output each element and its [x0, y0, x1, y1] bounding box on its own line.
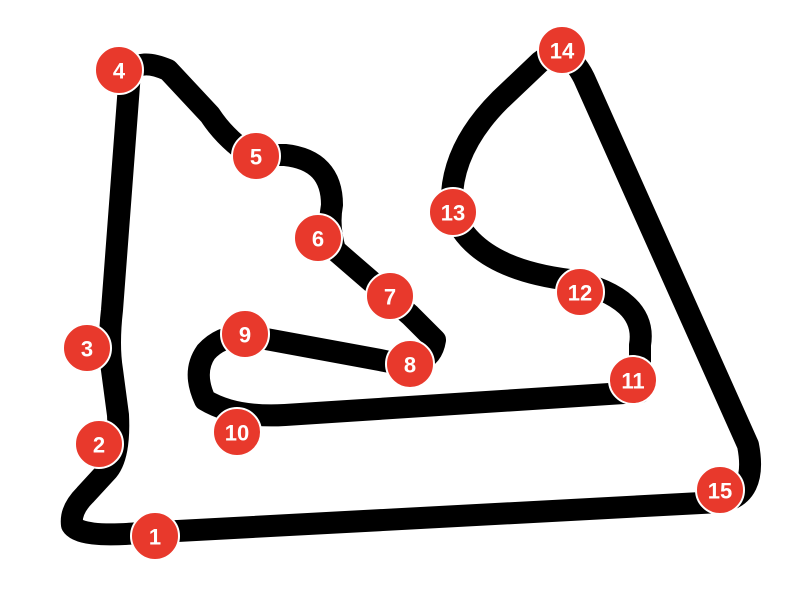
corner-circle — [62, 323, 112, 373]
corner-circle — [212, 407, 262, 457]
corner-marker-8: 8 — [385, 339, 435, 389]
corner-marker-12: 12 — [555, 267, 605, 317]
corner-number: 11 — [621, 369, 644, 394]
corner-circle — [231, 131, 281, 181]
corner-marker-10: 10 — [212, 407, 262, 457]
corner-marker-11: 11 — [608, 355, 658, 405]
corner-number: 2 — [93, 433, 105, 458]
corner-marker-14: 14 — [537, 25, 587, 75]
corner-number: 9 — [239, 323, 251, 348]
corner-circle — [130, 511, 180, 561]
corner-number: 4 — [113, 59, 126, 84]
corner-circle — [537, 25, 587, 75]
corner-number: 7 — [384, 285, 396, 310]
corner-circle — [608, 355, 658, 405]
corner-circle — [94, 45, 144, 95]
corner-number: 10 — [225, 421, 249, 446]
corner-circle — [220, 309, 270, 359]
corner-circle — [74, 419, 124, 469]
corner-marker-2: 2 — [74, 419, 124, 469]
corner-marker-9: 9 — [220, 309, 270, 359]
corner-marker-6: 6 — [293, 213, 343, 263]
corner-marker-15: 15 — [695, 465, 745, 515]
corner-circle — [428, 187, 478, 237]
corner-circle — [695, 465, 745, 515]
corner-circle — [365, 271, 415, 321]
corner-number: 8 — [404, 353, 416, 378]
corner-marker-7: 7 — [365, 271, 415, 321]
corner-marker-1: 1 — [130, 511, 180, 561]
corner-marker-4: 4 — [94, 45, 144, 95]
corner-marker-13: 13 — [428, 187, 478, 237]
corner-number: 3 — [81, 337, 93, 362]
corner-number: 5 — [250, 145, 262, 170]
corner-number: 12 — [568, 281, 592, 306]
corner-marker-3: 3 — [62, 323, 112, 373]
corner-circle — [293, 213, 343, 263]
corner-number: 6 — [312, 227, 324, 252]
corner-number: 1 — [149, 525, 161, 550]
corner-number: 15 — [708, 479, 732, 504]
corner-circle — [555, 267, 605, 317]
corner-number: 14 — [550, 39, 575, 64]
corner-marker-5: 5 — [231, 131, 281, 181]
corner-number: 13 — [441, 201, 465, 226]
corner-circle — [385, 339, 435, 389]
